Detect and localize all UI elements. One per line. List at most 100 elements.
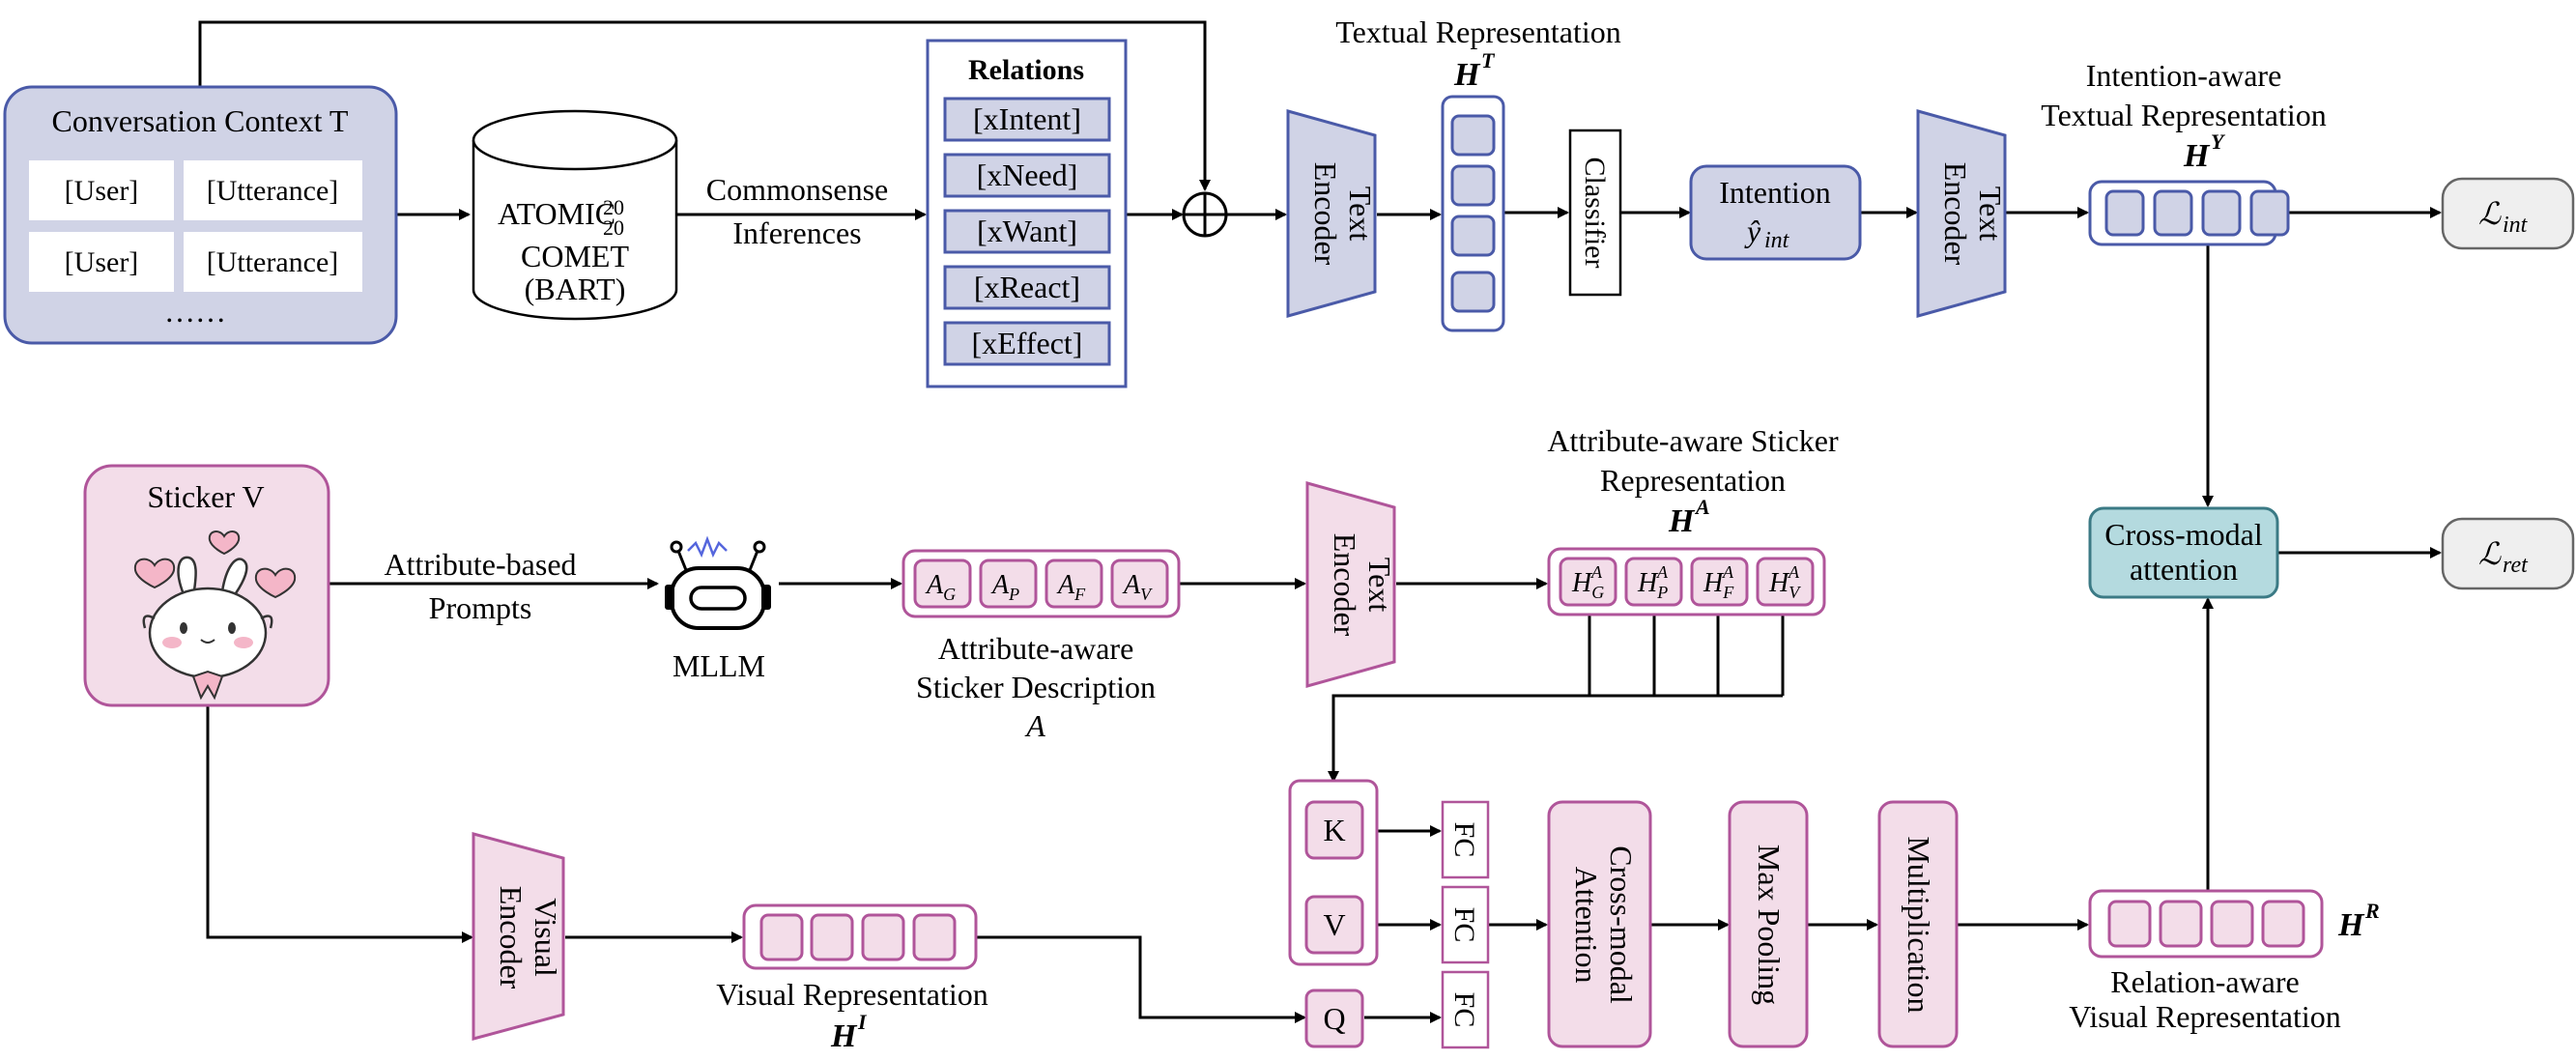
concat-adder-icon [1182, 191, 1228, 238]
sticker-panel: Sticker V [83, 464, 330, 707]
hy-cell [2249, 189, 2290, 237]
attr-cell [979, 559, 1038, 609]
ht-cell [1450, 114, 1496, 157]
attr-cell [1045, 559, 1103, 609]
comet-label: COMET [521, 239, 629, 273]
relation-chip [943, 153, 1111, 198]
max-pooling-op: Max Pooling [1728, 800, 1809, 1048]
q-box [1304, 988, 1364, 1048]
attr-cell-label: HP [1637, 568, 1668, 602]
multiplication-op: Multiplication [1877, 800, 1959, 1048]
cross-attn-label: Cross-modalAttention [1569, 845, 1639, 1004]
attr-cell-label: HG [1571, 568, 1604, 602]
attr-cell [1559, 557, 1617, 607]
sticker-box [83, 464, 330, 707]
intention-sub: int [1764, 228, 1790, 253]
database-cylinder [472, 140, 678, 321]
attr-cell [1110, 559, 1169, 609]
v-box [1304, 895, 1364, 955]
relation-text: [xReact] [974, 270, 1080, 304]
ha-symbol: H [1668, 503, 1696, 539]
fc-box [1441, 885, 1490, 964]
fc-label: FC [1448, 907, 1480, 943]
hr-symbol: H [2337, 907, 2365, 943]
attr-cell-sup: A [1722, 562, 1734, 582]
conversation-title: Conversation Context T [52, 103, 349, 138]
cross-modal-label-1: Cross-modal [2104, 517, 2263, 552]
relation-rep-title-2: Visual Representation [2069, 999, 2341, 1034]
cell-user-2-text: [User] [65, 246, 139, 278]
attr-rep-title-1: Attribute-aware Sticker [1547, 423, 1839, 458]
text-encoder-1-label: TextEncoder [1308, 162, 1378, 266]
relation-list: [xIntent] [xNeed] [xWant] [xReact] [xEff… [943, 97, 1111, 366]
text-encoder-3: TextEncoder [1305, 481, 1397, 688]
intention-rep-title-1: Intention-aware [2086, 58, 2282, 93]
hi-sup: I [857, 1010, 868, 1034]
mult-label: Multiplication [1902, 836, 1936, 1013]
robot-icon [665, 535, 771, 630]
fc-layers: FC FC FC [1441, 800, 1490, 1049]
relations-title: Relations [968, 54, 1084, 86]
cell-user-1-text: [User] [65, 175, 139, 207]
ht-cell [1450, 164, 1496, 207]
hy-cell [2104, 189, 2145, 237]
kvq-block: K V Q [1288, 779, 1379, 1048]
loss-ret-symbol: ℒ [2478, 536, 2502, 571]
loss-ret-sub: ret [2503, 553, 2529, 578]
intention-representation: Intention-aware Textual Representation H… [2041, 58, 2327, 246]
relation-chip [943, 97, 1111, 142]
arrow-hi-to-q [976, 935, 1306, 1023]
attr-cell-label: HF [1703, 568, 1734, 602]
attr-desc-symbol: A [1024, 708, 1045, 743]
relation-chip [943, 321, 1111, 366]
fc-box [1441, 970, 1490, 1049]
ha-vector [1547, 547, 1826, 616]
hy-sup: Y [2211, 129, 2226, 154]
attribute-representation: Attribute-aware Sticker Representation H… [1547, 423, 1839, 616]
hy-cell [2153, 189, 2193, 237]
attr-cell-label: HV [1768, 568, 1801, 602]
ht-sup: T [1481, 48, 1496, 72]
cell-utterance-2-text: [Utterance] [207, 246, 339, 278]
relation-text: [xWant] [977, 214, 1077, 248]
ht-symbol: H [1453, 57, 1481, 93]
loss-int-sub: int [2503, 213, 2529, 238]
attr-cell [913, 559, 972, 609]
arrow-sticker-to-visual-encoder [206, 705, 473, 943]
classifier-label: Classifier [1579, 158, 1611, 269]
attr-cell-sup: A [1590, 562, 1603, 582]
loss-int: ℒ int [2441, 177, 2575, 250]
loss-ret: ℒ ret [2441, 517, 2575, 590]
hi-cell [759, 913, 804, 961]
attr-cell-sup: A [1656, 562, 1669, 582]
atomic-label: ATOMIC [498, 196, 615, 231]
cell-utterance-2 [184, 232, 362, 292]
prompts-label-1: Attribute-based [384, 547, 576, 582]
attr-cell-label: AP [990, 570, 1019, 604]
prompts-label-2: Prompts [429, 590, 532, 625]
commonsense-label-2: Inferences [732, 215, 861, 250]
hi-symbol: H [830, 1018, 858, 1054]
sticker-title: Sticker V [147, 479, 264, 514]
hy-symbol: H [2183, 138, 2211, 174]
cross-modal-attention-op: Cross-modalAttention [1547, 800, 1652, 1048]
fc-label: FC [1448, 822, 1480, 858]
visual-encoder-label: VisualEncoder [494, 886, 563, 989]
sticker-image [133, 530, 297, 701]
text-encoder-3-label: TextEncoder [1328, 533, 1397, 637]
textual-rep-title: Textual Representation [1335, 14, 1620, 49]
cross-modal-label-2: attention [2130, 552, 2238, 587]
hi-cell [810, 913, 854, 961]
attr-desc-vector [902, 549, 1181, 618]
database-top [472, 109, 678, 171]
hr-cell [2107, 900, 2152, 948]
attr-cell-label: AG [925, 570, 956, 604]
hr-cell [2261, 900, 2305, 948]
text-encoder-2: TextEncoder [1916, 109, 2008, 318]
relation-rep-title-1: Relation-aware [2110, 964, 2299, 999]
cell-user-2 [29, 232, 174, 292]
intention-rep-title-2: Textual Representation [2041, 98, 2326, 132]
relation-representation: H R Relation-aware Visual Representation [2069, 889, 2380, 1034]
attr-rep-title-2: Representation [1600, 463, 1786, 498]
